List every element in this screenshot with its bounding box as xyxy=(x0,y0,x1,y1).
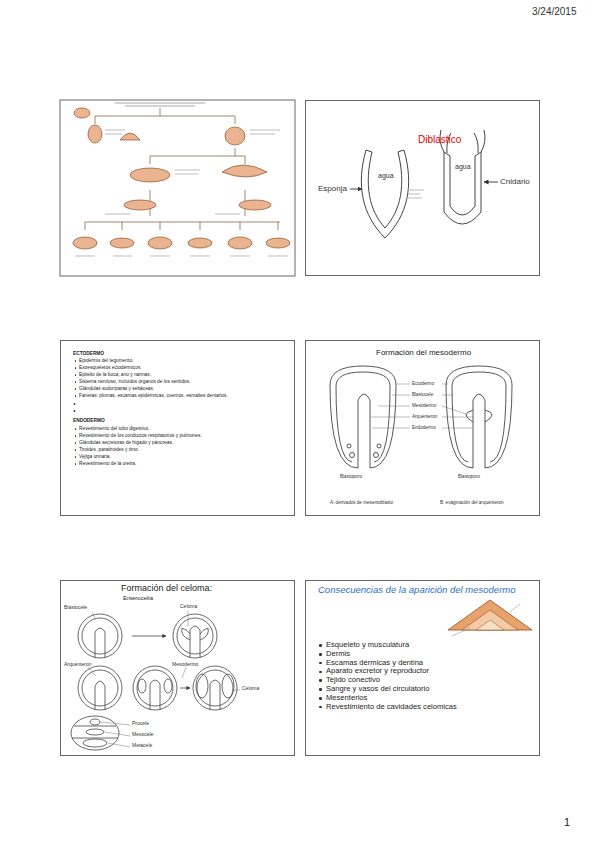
list-item: Sistema nervioso, incluidos órganos de l… xyxy=(79,379,190,385)
list-item: Aparato excretor y reproductor xyxy=(326,667,429,676)
bullet-dot xyxy=(319,653,322,656)
bullet-dot xyxy=(75,360,77,362)
figure-label: Blastocele xyxy=(412,392,433,397)
bullet-dot xyxy=(75,456,77,458)
figure-label: A: derivados de mesentoblasto xyxy=(330,500,393,505)
bullet-dot xyxy=(75,395,77,397)
list-item: Glándulas sudoríparas y sebáceas. xyxy=(79,386,154,392)
slide-heading: Formación del celoma: xyxy=(121,583,212,593)
slide-heading: Enterocelia xyxy=(123,595,153,602)
list-item: Epidermis del tegumento. xyxy=(79,358,133,364)
bullet-dot xyxy=(75,442,77,444)
slide-heading: Consecuencias de la aparición del mesode… xyxy=(318,585,516,596)
empty-bullets xyxy=(74,403,76,412)
list-item: Mesenterios xyxy=(326,694,367,703)
bullet-dot xyxy=(75,463,77,465)
flowchart-figure xyxy=(60,100,295,276)
figure-label: Arquénteron xyxy=(64,662,92,668)
list-item: Tejido conectivo xyxy=(326,676,380,685)
bullet-dot xyxy=(75,367,77,369)
list-item: Esqueleto y musculatura xyxy=(326,641,409,650)
figure-label: Metacele xyxy=(132,743,152,749)
bullet-dot xyxy=(319,706,322,709)
figure-label: B: evaginación del arquénteron xyxy=(440,500,504,505)
bullet-dot xyxy=(75,449,77,451)
germ-layer-figure xyxy=(448,600,532,636)
list-item: Revestimiento de los conductos respirato… xyxy=(79,433,202,439)
germ-layers-slide: ECTODERMOEpidermis del tegumento.Exoesqu… xyxy=(60,340,295,516)
slide-heading: ECTODERMO xyxy=(73,351,104,357)
figure-label: Procele xyxy=(132,721,149,727)
list-item: Epitelio de la boca, ano y narinas. xyxy=(79,372,151,378)
bullet-dot xyxy=(75,381,77,383)
bullet-dot xyxy=(319,662,322,665)
figure-label: Esponja xyxy=(318,184,347,193)
bullet-dot xyxy=(319,688,322,691)
figure-label: Arquénteron xyxy=(412,414,437,419)
list-item: Dermis xyxy=(326,650,350,659)
figure-label: Blastoporo xyxy=(340,474,362,479)
bullet-dot xyxy=(75,428,77,430)
figure-label: agua xyxy=(455,163,471,171)
figure-label: Blastocele xyxy=(64,605,87,611)
page-number: 1 xyxy=(564,816,570,829)
coelom-slide: Formación del celoma: Enterocelia xyxy=(60,580,295,756)
bullet-dot xyxy=(319,644,322,647)
page-date: 3/24/2015 xyxy=(532,6,577,18)
figure-label: Mesodermo xyxy=(412,403,436,408)
bullet-dot xyxy=(319,679,322,682)
bullet-dot xyxy=(75,435,77,437)
figure-label: Celoma xyxy=(242,686,259,692)
bullet-dot xyxy=(75,374,77,376)
list-item: Vejiga urinaria. xyxy=(79,454,111,460)
bullet-dot xyxy=(319,697,322,700)
diblastic-figure xyxy=(350,130,498,238)
list-item: Revestimiento de cavidades celomicas xyxy=(326,703,457,712)
slide-heading: Formación del mesodermo xyxy=(376,348,471,357)
list-item: Sangre y vasos del circulatorio xyxy=(326,685,429,694)
mesoderm-figure xyxy=(330,366,512,468)
bullet-dot xyxy=(319,671,322,674)
list-item: Revestimiento del tubo digestivo. xyxy=(79,426,149,432)
list-item: Glándulas secretoras de hígado y páncrea… xyxy=(79,440,173,446)
figure-label: agua xyxy=(378,172,394,180)
slide-heading: Diblastico xyxy=(418,134,461,146)
list-item: Escamas dérmicas y dentina xyxy=(326,659,423,668)
list-item: Exoesqueletos ectodérmicos. xyxy=(79,365,142,371)
figure-label: Cnidario xyxy=(500,177,530,186)
figure-label: Celoma xyxy=(180,604,197,610)
list-item: Faneras: plumas, escamas epidérmicas, cu… xyxy=(79,393,228,399)
figure-label: Ectodermo xyxy=(412,381,434,386)
list-item: Revestimiento de la uretra. xyxy=(79,461,136,467)
coelom-figure xyxy=(71,611,240,750)
figure-label: Mesodermo xyxy=(172,662,198,668)
figure-label: Mesocele xyxy=(132,732,153,738)
consequences-slide: Consecuencias de la aparición del mesode… xyxy=(305,580,540,756)
figure-label: Blastoporo xyxy=(458,474,480,479)
bullet-dot xyxy=(75,388,77,390)
list-item: Tiroides, paratiroides y timo. xyxy=(79,447,139,453)
slide-heading: ENDODERMO xyxy=(73,418,105,424)
figure-label: Endodermo xyxy=(412,425,436,430)
